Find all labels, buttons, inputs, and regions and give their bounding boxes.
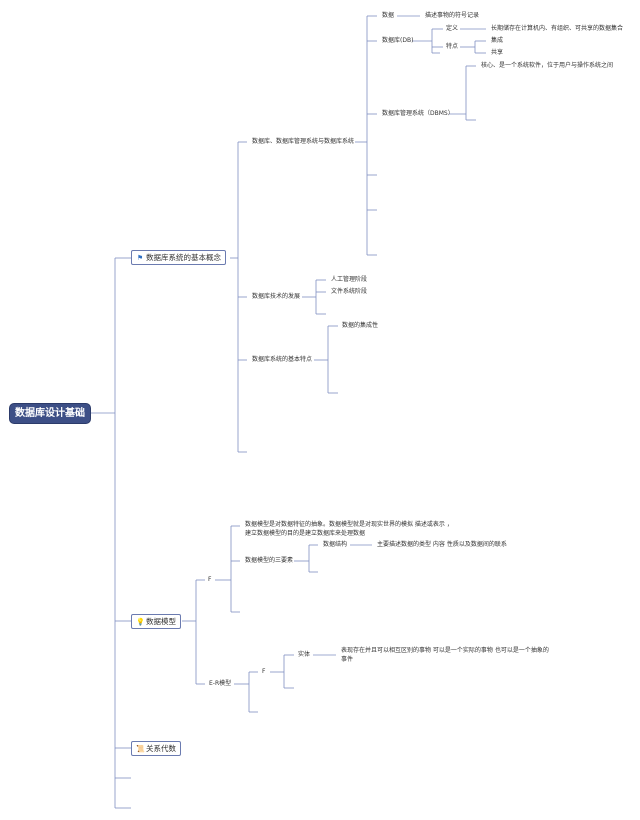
- node-filesys[interactable]: 文件系统阶段: [331, 288, 368, 295]
- topic-models-label: 数据模型: [146, 617, 176, 626]
- node-definition[interactable]: 定义: [446, 25, 459, 32]
- node-definition-desc[interactable]: 长期储存在计算机内、有组织、可共享的数据集合: [491, 25, 624, 32]
- node-features[interactable]: 特点: [446, 43, 459, 50]
- node-manual[interactable]: 人工管理阶段: [331, 276, 368, 283]
- root-topic[interactable]: 数据库设计基础: [10, 404, 90, 423]
- node-features2[interactable]: 数据库系统的基本特点: [252, 356, 313, 363]
- node-db[interactable]: 数据库(DB): [382, 37, 414, 44]
- node-db-dbms-dbs[interactable]: 数据库、数据库管理系统与数据库系统: [252, 138, 355, 145]
- topic-models[interactable]: 💡数据模型: [131, 614, 181, 629]
- node-data[interactable]: 数据: [382, 12, 395, 19]
- node-f2[interactable]: F: [262, 668, 266, 675]
- node-model-desc[interactable]: 数据模型是对数据特征的抽象。数据模型就是对现实世界的模拟 描述或表示 ，建立数据…: [245, 521, 453, 537]
- node-entity[interactable]: 实体: [298, 651, 311, 658]
- node-f1[interactable]: F: [208, 576, 212, 583]
- node-entity-desc[interactable]: 表现存在并且可以相互区别的事物 可以是一个实际的事物 也可以是一个抽象的事件: [341, 647, 549, 663]
- node-integrated[interactable]: 集成: [491, 37, 504, 44]
- node-dev[interactable]: 数据库技术的发展: [252, 293, 301, 300]
- topic-relational-label: 关系代数: [146, 744, 176, 753]
- topic-concepts[interactable]: ⚑数据库系统的基本概念: [131, 250, 226, 265]
- node-data-desc[interactable]: 描述事物的符号记录: [425, 12, 480, 19]
- node-three[interactable]: 数据模型的三要素: [245, 557, 294, 564]
- node-structure[interactable]: 数据结构: [323, 541, 348, 548]
- topic-concepts-label: 数据库系统的基本概念: [146, 253, 221, 262]
- node-er[interactable]: E-R模型: [209, 680, 232, 687]
- node-shared[interactable]: 共享: [491, 49, 504, 56]
- flag-icon: ⚑: [136, 254, 144, 262]
- node-integration[interactable]: 数据的集成性: [342, 322, 379, 329]
- node-structure-desc[interactable]: 主要描述数据的类型 内容 性质以及数据间的联系: [377, 541, 507, 548]
- scroll-icon: 📜: [136, 745, 145, 753]
- bulb-icon: 💡: [136, 618, 145, 626]
- topic-relational[interactable]: 📜关系代数: [131, 741, 181, 756]
- node-dbms[interactable]: 数据库管理系统（DBMS）: [382, 110, 454, 117]
- node-dbms-desc[interactable]: 核心、是一个系统软件，位于用户与操作系统之间: [481, 62, 614, 69]
